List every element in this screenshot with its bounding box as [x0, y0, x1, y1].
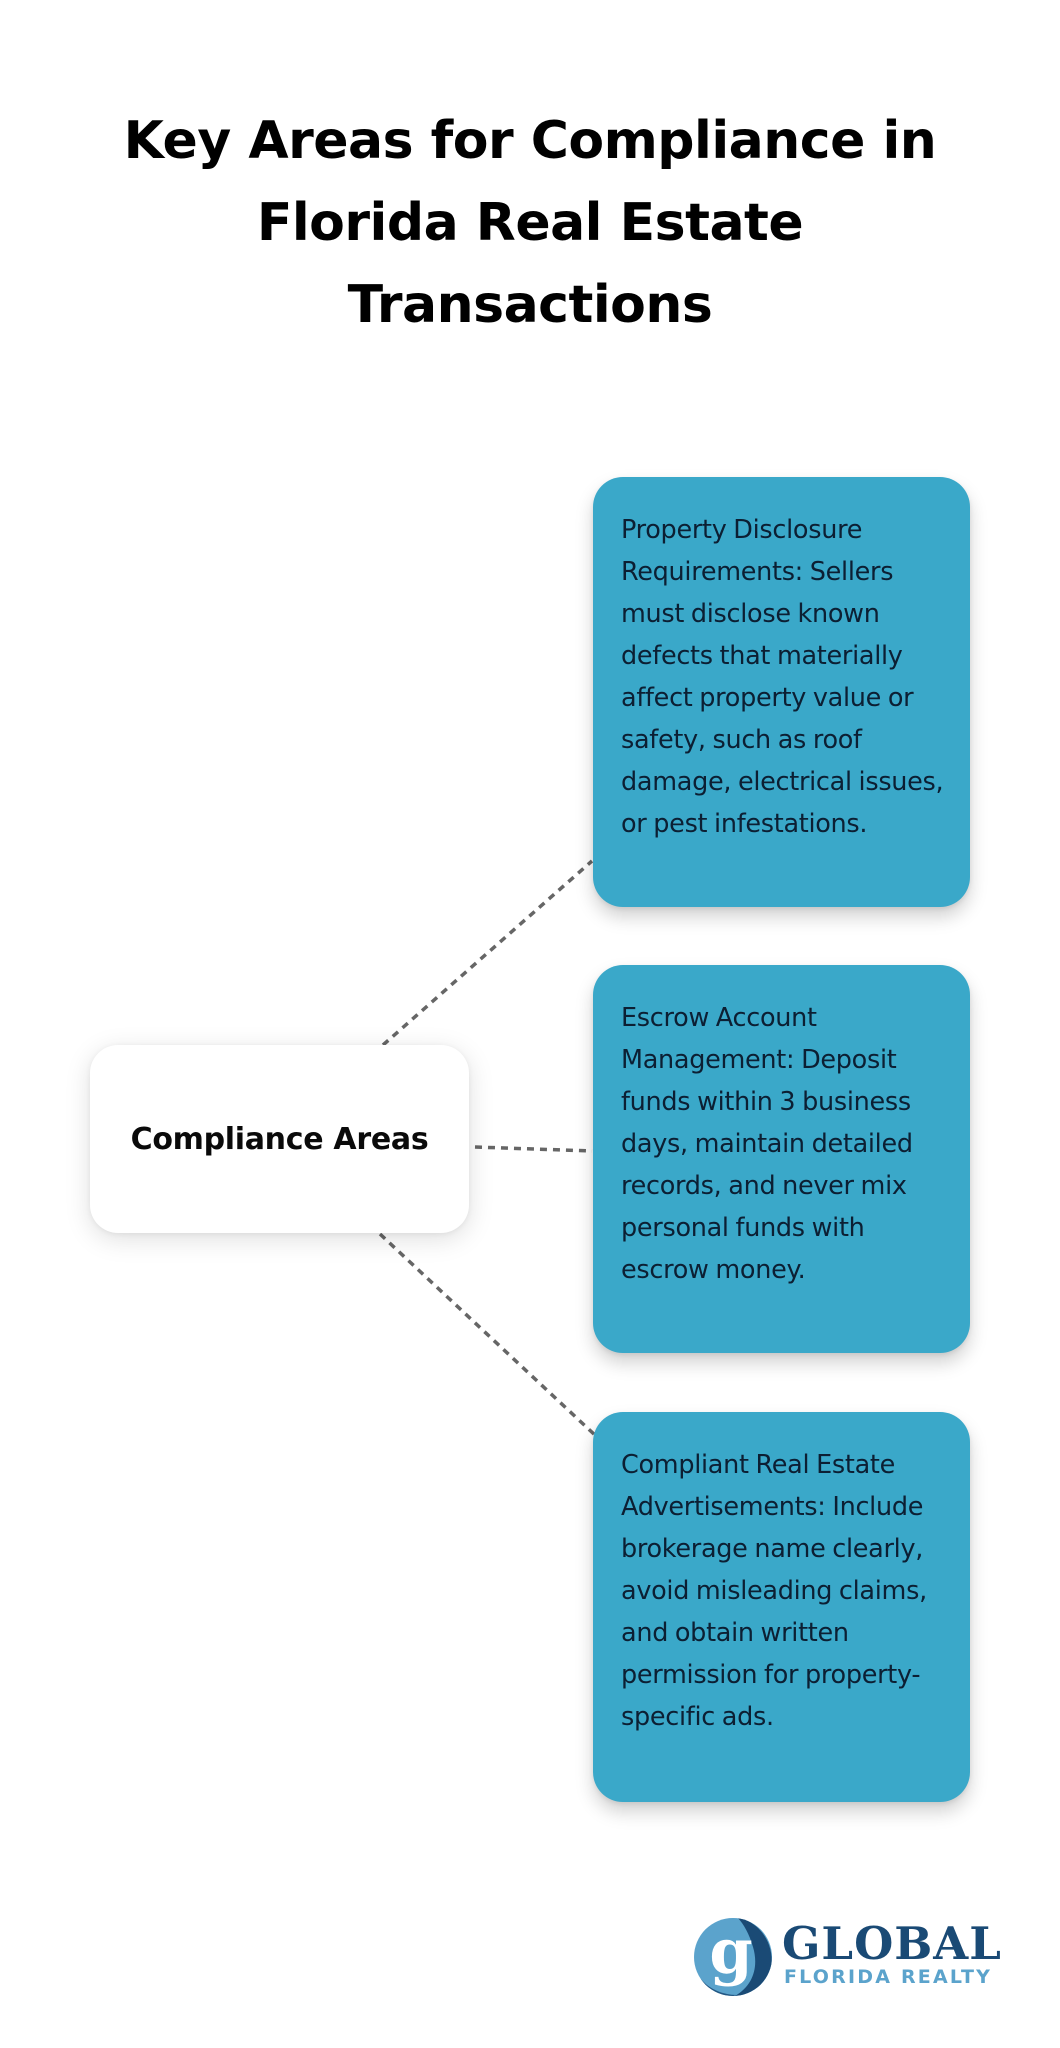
card-text: Compliant Real Estate Advertisements: In…	[621, 1450, 927, 1732]
connector-top	[381, 859, 594, 1047]
title-line-2: Florida Real Estate	[256, 193, 804, 253]
svg-text:g: g	[709, 1917, 752, 1988]
connector-middle	[474, 1145, 593, 1153]
card-text: Property Disclosure Requirements: Seller…	[621, 515, 944, 839]
center-node: Compliance Areas	[90, 1045, 469, 1233]
title-line-1: Key Areas for Compliance in	[123, 111, 937, 171]
card-property-disclosure: Property Disclosure Requirements: Seller…	[593, 477, 970, 907]
title-line-3: Transactions	[347, 275, 713, 335]
connector-bottom	[378, 1232, 598, 1438]
card-escrow-management: Escrow Account Management: Deposit funds…	[593, 965, 970, 1353]
brand-logo: g GLOBAL FLORIDA REALTY	[690, 1912, 1020, 1998]
globe-g-logo-icon: g	[694, 1917, 772, 1996]
logo-tagline: FLORIDA REALTY	[784, 1966, 993, 1988]
card-compliant-advertisements: Compliant Real Estate Advertisements: In…	[593, 1412, 970, 1802]
logo-name: GLOBAL	[782, 1917, 1002, 1970]
page-title: Key Areas for Compliance in Florida Real…	[0, 100, 1060, 346]
center-node-label: Compliance Areas	[130, 1121, 429, 1157]
card-text: Escrow Account Management: Deposit funds…	[621, 1003, 913, 1285]
